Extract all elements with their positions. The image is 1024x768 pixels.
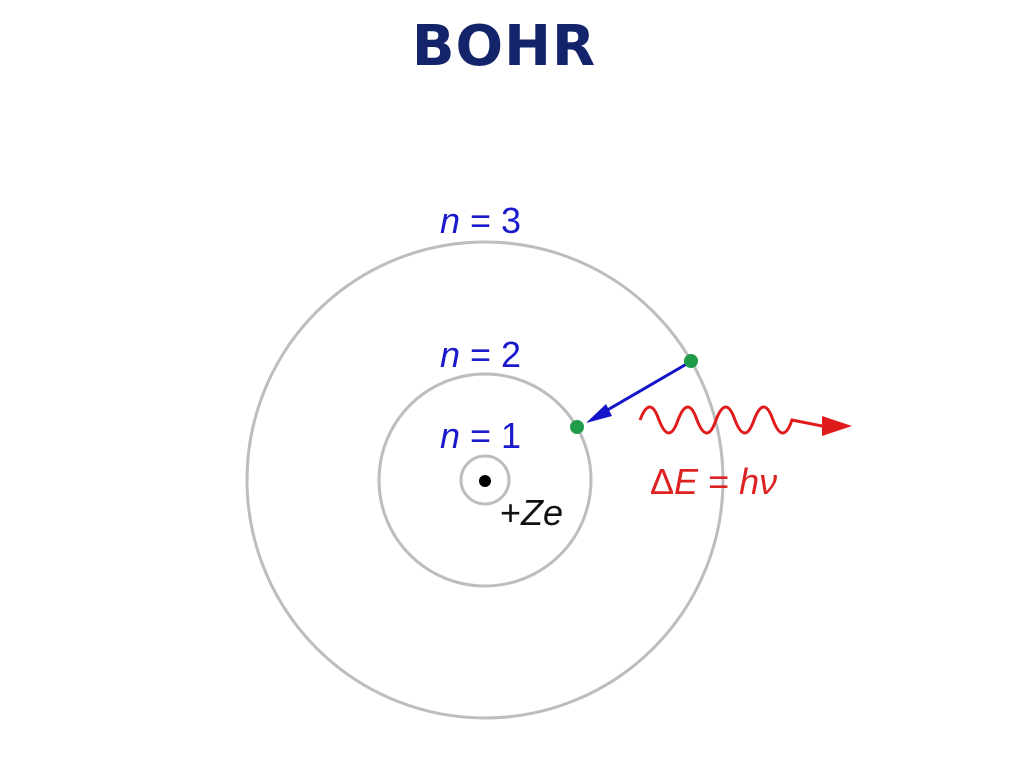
photon-energy-label: ΔE = hν bbox=[650, 461, 777, 502]
nucleus-charge-label: +Ze bbox=[500, 492, 563, 533]
orbit-n1 bbox=[459, 454, 511, 506]
label-n1: n = 1 bbox=[440, 415, 521, 456]
slide-title: BOHR bbox=[411, 14, 597, 79]
photon-wave bbox=[638, 405, 844, 435]
electron-outer bbox=[684, 354, 698, 368]
photon-arrowhead bbox=[822, 416, 852, 436]
orbit-n2 bbox=[377, 372, 593, 588]
label-n3: n = 3 bbox=[440, 200, 521, 241]
orbit-n3 bbox=[245, 240, 725, 720]
nucleus bbox=[479, 475, 491, 487]
electron-inner bbox=[570, 420, 584, 434]
label-n2: n = 2 bbox=[440, 334, 521, 375]
transition-arrowhead bbox=[586, 404, 612, 423]
